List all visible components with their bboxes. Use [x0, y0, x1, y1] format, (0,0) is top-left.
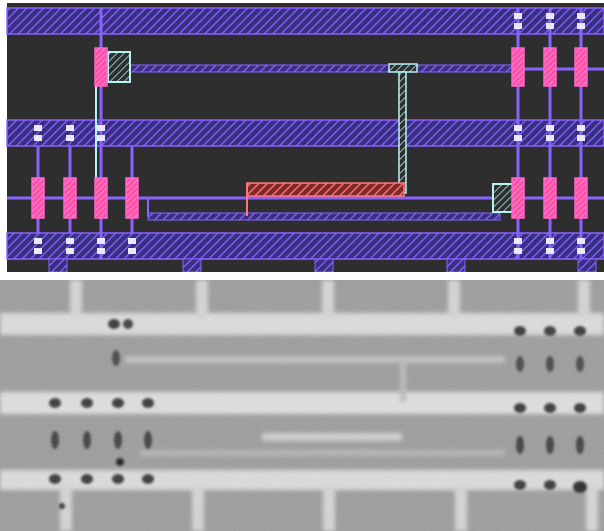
bottom-tab-2 [182, 258, 202, 272]
micrograph-grain [0, 280, 604, 531]
pink-contact [125, 177, 139, 219]
pink-contact [511, 47, 525, 87]
contact-square [514, 23, 522, 29]
pink-contact [511, 177, 525, 219]
metal-rail-middle [6, 119, 604, 147]
contact-square [66, 248, 74, 254]
contact-square [97, 135, 105, 141]
contact-square [34, 125, 42, 131]
contact-square [66, 135, 74, 141]
contact-square [577, 135, 585, 141]
contact-square [514, 248, 522, 254]
contact-square [514, 135, 522, 141]
contact-square [514, 125, 522, 131]
via-cap-top [388, 63, 418, 73]
contact-square [577, 238, 585, 244]
contact-square [546, 238, 554, 244]
wire-lower-hatched [147, 212, 501, 221]
pink-contact [543, 177, 557, 219]
contact-square [577, 23, 585, 29]
contact-square [128, 248, 136, 254]
layout-view-svg [6, 3, 604, 272]
pink-contact [543, 47, 557, 87]
rail-contacts [34, 13, 585, 254]
contact-square [34, 238, 42, 244]
contact-square [577, 248, 585, 254]
bottom-tab-1 [48, 258, 68, 272]
pink-contact [574, 47, 588, 87]
contact-square [66, 238, 74, 244]
metal-rail-top [6, 7, 604, 35]
contact-square [546, 13, 554, 19]
bottom-tab-4 [446, 258, 466, 272]
via-column [398, 71, 407, 194]
via-box-left [107, 51, 131, 83]
pink-contact [31, 177, 45, 219]
pink-contact [63, 177, 77, 219]
contact-square [514, 238, 522, 244]
pink-contact [94, 177, 108, 219]
contact-square [546, 248, 554, 254]
contact-square [66, 125, 74, 131]
highlighted-metal-line [246, 182, 405, 197]
contact-square [546, 23, 554, 29]
contact-square [97, 238, 105, 244]
bottom-tab-5 [577, 258, 597, 272]
transistor-contacts [31, 47, 588, 219]
contact-square [97, 248, 105, 254]
metal-rail-bottom [6, 232, 604, 260]
contact-square [34, 248, 42, 254]
contact-square [546, 135, 554, 141]
micrograph-svg [0, 280, 604, 531]
contact-square [34, 135, 42, 141]
wire-upper-hatched [129, 64, 516, 73]
contact-square [97, 125, 105, 131]
contact-square [577, 13, 585, 19]
contact-square [514, 13, 522, 19]
pink-contact [574, 177, 588, 219]
pink-contact [94, 47, 108, 87]
contact-square [577, 125, 585, 131]
bottom-tab-3 [314, 258, 334, 272]
contact-square [128, 238, 136, 244]
layout-view-panel [6, 3, 604, 272]
micrograph-panel [0, 280, 604, 531]
contact-square [546, 125, 554, 131]
